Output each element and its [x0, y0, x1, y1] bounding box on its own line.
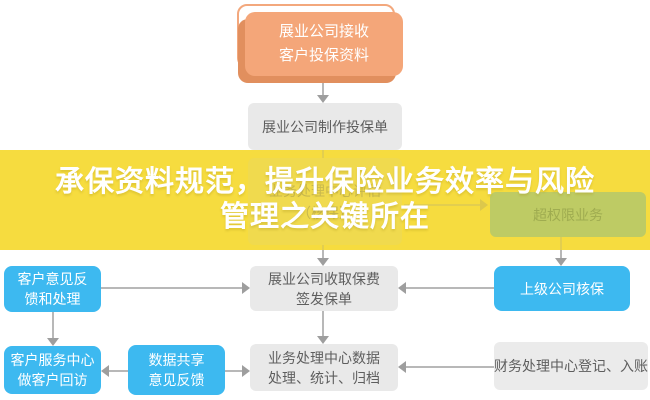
- node-label: 财务处理中心登记、入账: [494, 358, 648, 374]
- node-label: 业务处理中心评估: [269, 182, 381, 199]
- connector-line-ghost: [322, 245, 324, 250]
- flow-node-receive-application: 展业公司接收 客户投保资料: [245, 12, 403, 76]
- flow-node-assess-underwrite-ghost: 业务处理中心评估 （核保）: [248, 158, 402, 245]
- arrow-down-icon: [555, 258, 567, 266]
- arrow-down-icon: [317, 258, 329, 266]
- node-label: 馈和处理: [24, 291, 81, 307]
- banner-headline-line1: 承保资料规范，提升保险业务效率与风险: [54, 166, 595, 198]
- flow-node-service-center: 客户服务中心 做客户回访: [4, 346, 101, 394]
- node-label: 上级公司核保: [520, 280, 604, 297]
- flow-node-make-form: 展业公司制作投保单: [248, 103, 402, 150]
- headline-banner: 业务处理中心评估 （核保） 超权限业务 承保资料规范，提升保险业务效率与风险 管…: [0, 150, 650, 250]
- flow-node-data-processing: 业务处理中心数据 处理、统计、归档: [250, 344, 398, 391]
- node-label: 处理、统计、归档: [268, 369, 380, 386]
- arrow-right-icon: [242, 365, 250, 377]
- connector-line-ghost: [560, 237, 562, 250]
- arrow-down-icon: [47, 338, 59, 346]
- node-label: 签发保单: [296, 290, 352, 307]
- flow-node-customer-feedback: 客户意见反 馈和处理: [4, 266, 101, 312]
- connector-line: [322, 80, 324, 95]
- connector-line: [109, 370, 128, 372]
- banner-headline: 承保资料规范，提升保险业务效率与风险 管理之关键所在: [0, 165, 650, 235]
- flow-node-receive-face: 展业公司接收 客户投保资料: [245, 12, 403, 76]
- connector-line-ghost: [322, 150, 324, 158]
- arrow-left-icon: [101, 365, 109, 377]
- arrow-down-icon: [317, 95, 329, 103]
- node-label: 展业公司接收: [278, 23, 369, 40]
- node-label: 数据共享: [148, 352, 205, 368]
- node-label: 意见反馈: [148, 372, 205, 388]
- arrow-right-icon: [480, 199, 488, 211]
- connector-line: [322, 311, 324, 336]
- flow-node-hq-underwriting: 上级公司核保: [494, 266, 630, 311]
- connector-line: [101, 287, 242, 289]
- node-label: 超权限业务: [533, 206, 603, 223]
- flow-node-collect-premium: 展业公司收取保费 签发保单: [250, 266, 398, 311]
- banner-headline-line2: 管理之关键所在: [219, 201, 430, 233]
- flow-node-over-authority-ghost: 超权限业务: [490, 192, 646, 237]
- connector-line: [322, 250, 324, 258]
- node-label: 展业公司制作投保单: [262, 118, 388, 135]
- node-label: （核保）: [297, 204, 353, 221]
- node-label: 做客户回访: [17, 372, 88, 388]
- node-label: 客户意见反: [17, 271, 88, 287]
- connector-line-ghost: [404, 204, 480, 206]
- node-label: 展业公司收取保费: [268, 270, 380, 287]
- flow-node-data-share-feedback: 数据共享 意见反馈: [128, 345, 225, 395]
- arrow-down-icon: [317, 336, 329, 344]
- connector-line: [406, 366, 494, 368]
- node-label: 业务处理中心数据: [268, 349, 380, 366]
- connector-line: [560, 250, 562, 258]
- node-label: 客户投保资料: [278, 47, 369, 64]
- node-label: 客户服务中心: [10, 352, 95, 368]
- connector-line: [225, 370, 242, 372]
- arrow-right-icon: [242, 282, 250, 294]
- arrow-left-icon: [398, 361, 406, 373]
- connector-line: [52, 312, 54, 338]
- connector-line: [406, 287, 494, 289]
- flow-node-finance-center: 财务处理中心登记、入账: [494, 342, 648, 390]
- arrow-left-icon: [398, 282, 406, 294]
